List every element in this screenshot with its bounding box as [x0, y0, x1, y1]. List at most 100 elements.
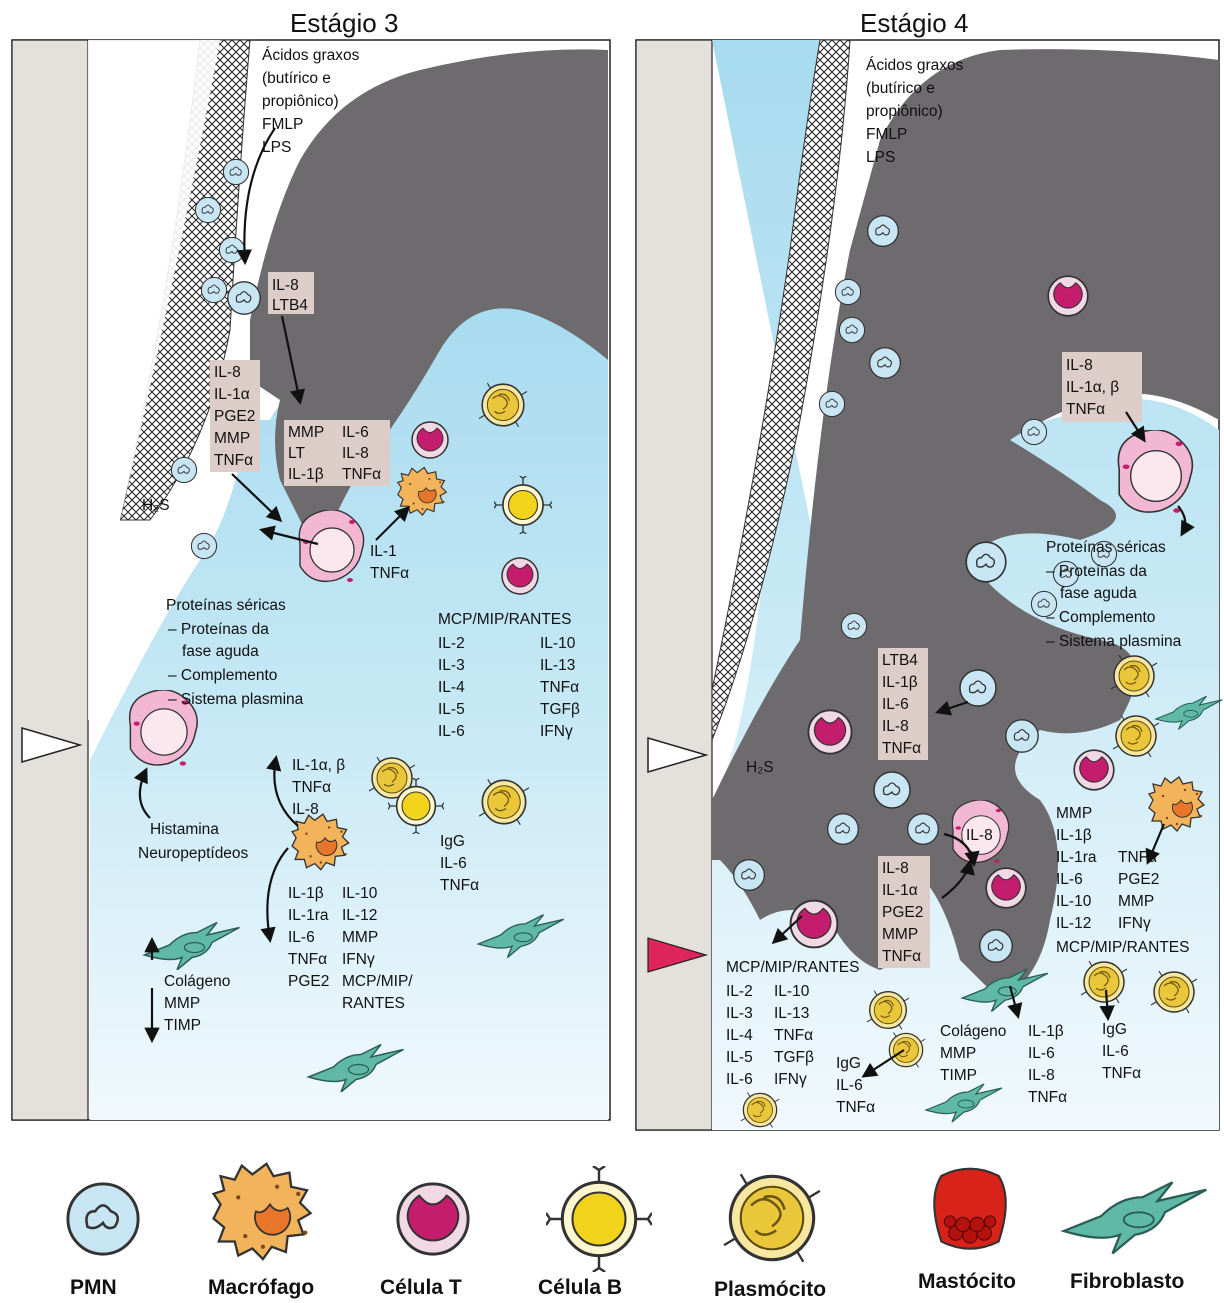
legend-mastocyte-icon — [934, 1169, 1005, 1249]
legend-plasmocyte-icon — [724, 1174, 820, 1262]
stage3-cyt-c1-1: IL-2 — [438, 635, 465, 652]
stage4-mmp-c1-5: IL-10 — [1056, 893, 1092, 910]
stage3-serum-3: fase aguda — [182, 643, 259, 660]
stage4-mmp-bottom: MCP/MIP/RANTES — [1056, 939, 1189, 956]
stage3-cyt-c2-3: TNFα — [540, 679, 579, 696]
stage3-mac-down-c2-1: IL-10 — [342, 885, 378, 902]
stage3-collagen-3: TIMP — [164, 1017, 201, 1034]
stage3-mac-down-c2-4: IFNγ — [342, 951, 375, 968]
stage4-mmp-c1-3: IL-1ra — [1056, 849, 1097, 866]
stage4-il8-cell: IL-8 — [966, 827, 993, 844]
stage4-fatty-acids-1: Ácidos graxos — [866, 57, 964, 74]
legend-fibroblast-icon — [1064, 1182, 1207, 1253]
legend-macrophage-label: Macrófago — [208, 1276, 314, 1299]
stage3-box-left-3: PGE2 — [214, 408, 255, 425]
stage3-serum-5: – Sistema plasmina — [168, 691, 304, 708]
stage4-igg-left-1: IgG — [836, 1055, 861, 1072]
stage4-box-ltb4-3: IL-6 — [882, 696, 909, 713]
stage3-cyt-c1-4: IL-5 — [438, 701, 465, 718]
legend-tcell-label: Célula T — [380, 1276, 462, 1299]
stage4-serum-5: – Sistema plasmina — [1046, 633, 1182, 650]
stage4-cyt-c1-4: IL-5 — [726, 1049, 753, 1066]
stage3-cyt-c1-2: IL-3 — [438, 657, 465, 674]
stage4-mmp-c1-6: IL-12 — [1056, 915, 1091, 932]
stage4-cyt-c2-5: IFNγ — [774, 1071, 807, 1088]
stage4-igg-right-2: IL-6 — [1102, 1043, 1129, 1060]
stage3-fatty-acids-5: LPS — [262, 139, 291, 156]
stage4-fib-c2-4: TNFα — [1028, 1089, 1067, 1106]
stage4-igg-right-1: IgG — [1102, 1021, 1127, 1038]
stage3-mac-down-c1-1: IL-1β — [288, 885, 324, 902]
legend-tcell-icon — [398, 1184, 468, 1254]
stage4-cyt-c1-2: IL-3 — [726, 1005, 753, 1022]
stage4-mmp-c1-1: MMP — [1056, 805, 1092, 822]
legend-mastocyte-label: Mastócito — [918, 1270, 1016, 1293]
legend-pmn-label: PMN — [70, 1276, 117, 1299]
stage4-collagen-1: Colágeno — [940, 1023, 1006, 1040]
stage4-igg-left-2: IL-6 — [836, 1077, 863, 1094]
legend-pmn-icon — [68, 1184, 138, 1254]
stage3-mac-up-3: IL-8 — [292, 801, 319, 818]
stage4-cyt-c2-3: TNFα — [774, 1027, 813, 1044]
stage4-mmp-c2-1: TNFα — [1118, 849, 1157, 866]
stage4-box-il8-3: PGE2 — [882, 904, 923, 921]
stage4-mmp-c2-3: MMP — [1118, 893, 1154, 910]
stage3-mac-down-c2-5: MCP/MIP/ — [342, 973, 413, 990]
stage4-mmp-c1-4: IL-6 — [1056, 871, 1083, 888]
legend: PMN Macrófago Célula T Célula B Plasmóci… — [68, 1164, 1206, 1301]
stage3-box-left-5: TNFα — [214, 452, 253, 469]
stage3-cyt-c2-1: IL-10 — [540, 635, 576, 652]
stage4-collagen-3: TIMP — [940, 1067, 977, 1084]
stage4-h2s: H₂S — [746, 759, 774, 776]
stage4-fib-c2-3: IL-8 — [1028, 1067, 1055, 1084]
stage4-fatty-acids-3: propiônico) — [866, 103, 943, 120]
stage4-box-ltb4-1: LTB4 — [882, 652, 918, 669]
stage3-igg-2: IL-6 — [440, 855, 467, 872]
legend-fibroblast-label: Fibroblasto — [1070, 1270, 1184, 1293]
stage4-igg-left-3: TNFα — [836, 1099, 875, 1116]
stage3-mac-down-c1-2: IL-1ra — [288, 907, 329, 924]
legend-macrophage-icon — [214, 1164, 311, 1259]
stage3-il1: IL-1 — [370, 543, 397, 560]
stage3-box-mid-3: IL-1β — [288, 466, 324, 483]
stage3-fatty-acids-1: Ácidos graxos — [262, 47, 360, 64]
stage4-box-top-3: TNFα — [1066, 401, 1105, 418]
stage4-box-ltb4-2: IL-1β — [882, 674, 918, 691]
stage3-serum-1: Proteínas séricas — [166, 597, 286, 614]
stage4-cyt-c1-3: IL-4 — [726, 1027, 753, 1044]
stage3-mac-down-c1-5: PGE2 — [288, 973, 329, 990]
stage3-il8: IL-8 — [272, 277, 299, 294]
stage3-cyt-c1-3: IL-4 — [438, 679, 465, 696]
stage3-igg-3: TNFα — [440, 877, 479, 894]
stage4-box-ltb4-4: IL-8 — [882, 718, 909, 735]
stage3-box-mid-4: IL-6 — [342, 424, 369, 441]
stage4-fib-c2-2: IL-6 — [1028, 1045, 1055, 1062]
stage3-serum-4: – Complemento — [168, 667, 277, 684]
stage4-serum-4: – Complemento — [1046, 609, 1155, 626]
stage3-cytokines-title: MCP/MIP/RANTES — [438, 611, 571, 628]
stage3-mac-down-c2-3: MMP — [342, 929, 378, 946]
stage4-serum-1: Proteínas séricas — [1046, 539, 1166, 556]
stage4-box-il8-1: IL-8 — [882, 860, 909, 877]
legend-bcell-label: Célula B — [538, 1276, 622, 1299]
stage3-mac-down-c2-2: IL-12 — [342, 907, 377, 924]
stage4-cyt-c1-1: IL-2 — [726, 983, 753, 1000]
stage3-collagen-2: MMP — [164, 995, 200, 1012]
stage3-title: Estágio 3 — [290, 8, 398, 38]
stage3-igg-1: IgG — [440, 833, 465, 850]
stage3-box-mid-5: IL-8 — [342, 445, 369, 462]
stage3-mac-up-2: TNFα — [292, 779, 331, 796]
stage4-fatty-acids-4: FMLP — [866, 126, 907, 143]
stage4-cyt-c2-1: IL-10 — [774, 983, 810, 1000]
stage4-igg-right-3: TNFα — [1102, 1065, 1141, 1082]
stage4-box-il8-4: MMP — [882, 926, 918, 943]
stage4-title: Estágio 4 — [860, 8, 968, 38]
stage4-cyt-c1-5: IL-6 — [726, 1071, 753, 1088]
stage3-mac-down-c1-3: IL-6 — [288, 929, 315, 946]
legend-bcell-icon — [546, 1166, 652, 1272]
stage4-fatty-acids-2: (butírico e — [866, 80, 935, 97]
stage4-mmp-c2-2: PGE2 — [1118, 871, 1159, 888]
stage3-mac-down-c1-4: TNFα — [288, 951, 327, 968]
stage3-collagen-1: Colágeno — [164, 973, 230, 990]
stage3-box-mid-6: TNFα — [342, 466, 381, 483]
